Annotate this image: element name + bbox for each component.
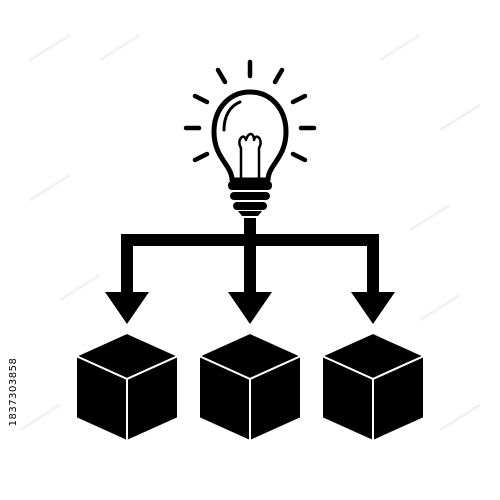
watermark-pattern: [19, 33, 481, 432]
branch-connector-icon: [121, 218, 379, 294]
down-arrow-icon: [105, 292, 395, 324]
lightbulb-icon: [211, 89, 289, 216]
cube-icon: [75, 332, 179, 442]
cube-icon: [198, 332, 302, 442]
image-id-text: 1837303858: [8, 357, 19, 427]
light-rays-icon: [183, 59, 317, 163]
cube-icon: [321, 332, 425, 442]
